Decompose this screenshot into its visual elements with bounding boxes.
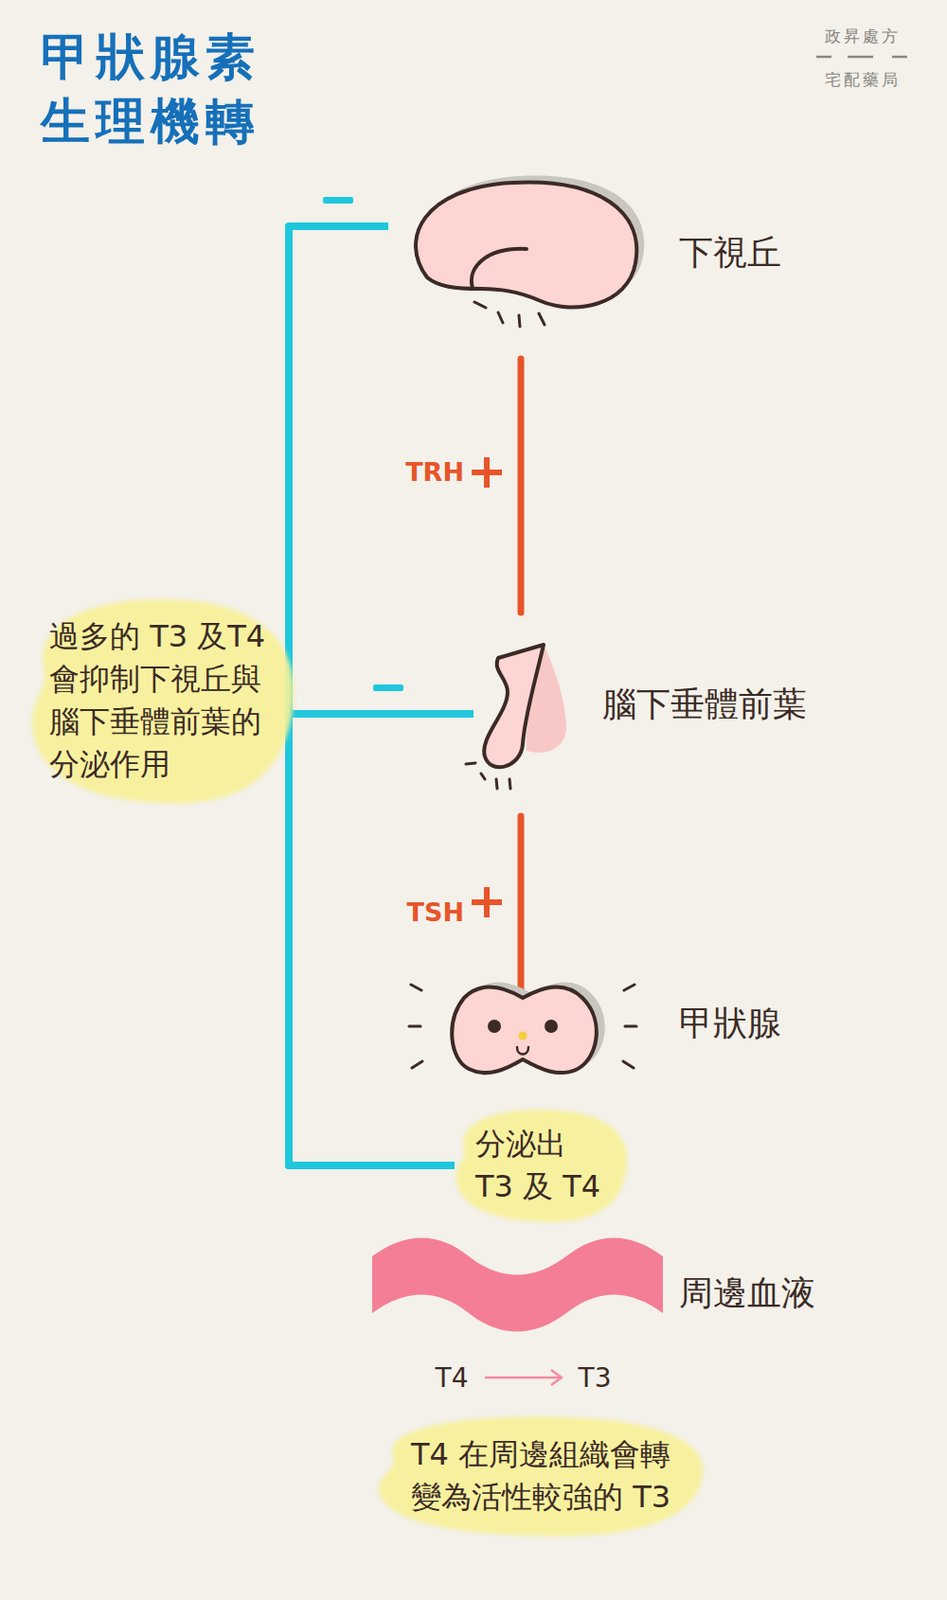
- dash: [892, 55, 908, 59]
- thyroid-gland: 甲狀腺: [435, 979, 610, 1077]
- note-bubble: T4 在周邊組織會轉 變為活性較強的 T3: [364, 1411, 717, 1542]
- hormone-label: T4: [435, 1362, 469, 1394]
- note-text: 分泌出 T3 及 T4: [475, 1123, 608, 1209]
- hormone-name: TSH: [407, 897, 465, 929]
- blood-band: 周邊血液: [372, 1239, 663, 1327]
- watermark-dashes: [816, 55, 908, 59]
- outline-stroke: [483, 644, 544, 768]
- face-dot: [518, 1032, 528, 1041]
- page-title: 甲狀腺素 生理機轉: [40, 24, 278, 154]
- minus-sign: [322, 196, 354, 204]
- arrow-head: [551, 1370, 562, 1386]
- feedback-line: [288, 226, 455, 1166]
- organ-label: 周邊血液: [678, 1272, 816, 1314]
- outline-stroke: [517, 1047, 529, 1055]
- watermark-text: 政昇處方: [824, 25, 901, 48]
- plus-signs: [471, 457, 502, 918]
- hormone-name: TRH: [405, 457, 465, 488]
- dash: [847, 55, 874, 59]
- note-text: 過多的 T3 及T4 會抑制下視丘與 腦下垂體前葉的 分泌作用: [49, 615, 277, 787]
- pituitary-gland-drawing: [479, 644, 567, 791]
- hypothalamus-drawing: [408, 173, 641, 335]
- stimulation-line: [518, 358, 525, 613]
- dash: [816, 55, 832, 59]
- outline-stroke: [372, 1238, 663, 1333]
- hypothalamus: 下視丘: [408, 173, 641, 335]
- note-bubble: 分泌出 T3 及 T4: [448, 1104, 635, 1228]
- blob-fill: [32, 599, 294, 804]
- plus-sign: [483, 457, 490, 488]
- outline-stroke: [471, 249, 527, 288]
- face-dot: [487, 1019, 501, 1034]
- outline-stroke: [465, 763, 511, 789]
- pituitary-gland: 腦下垂體前葉: [479, 644, 567, 791]
- organ-label: 下視丘: [678, 232, 782, 273]
- stimulation-line: [518, 816, 525, 995]
- note-bubble: 過多的 T3 及T4 會抑制下視丘與 腦下垂體前葉的 分泌作用: [20, 589, 305, 813]
- organ-label: 腦下垂體前葉: [602, 683, 807, 725]
- outline-stroke: [474, 302, 545, 327]
- face-dot: [544, 1019, 558, 1034]
- plus-sign: [483, 887, 490, 918]
- note-text: T4 在周邊組織會轉 變為活性較強的 T3: [391, 1433, 691, 1519]
- blood-band-drawing: [372, 1239, 663, 1327]
- outline-stroke: [409, 984, 637, 1069]
- highlight-blob: [448, 1104, 635, 1228]
- minus-sign: [373, 684, 404, 692]
- blob-fill: [456, 1109, 628, 1223]
- watermark-text: 宅配藥局: [824, 69, 901, 91]
- conversion-arrow: [484, 1370, 562, 1386]
- highlight-blob: [364, 1411, 717, 1542]
- outline-stroke: [451, 986, 597, 1073]
- blob-fill: [378, 1417, 704, 1537]
- arrow-shaft: [484, 1376, 561, 1380]
- outline-stroke: [415, 182, 637, 308]
- feedback-line: [288, 714, 474, 1166]
- hormone-label: T3: [578, 1362, 612, 1394]
- minus-signs: [322, 196, 404, 692]
- thyroid-gland-drawing: [435, 979, 610, 1077]
- organ-label: 甲狀腺: [678, 1002, 782, 1044]
